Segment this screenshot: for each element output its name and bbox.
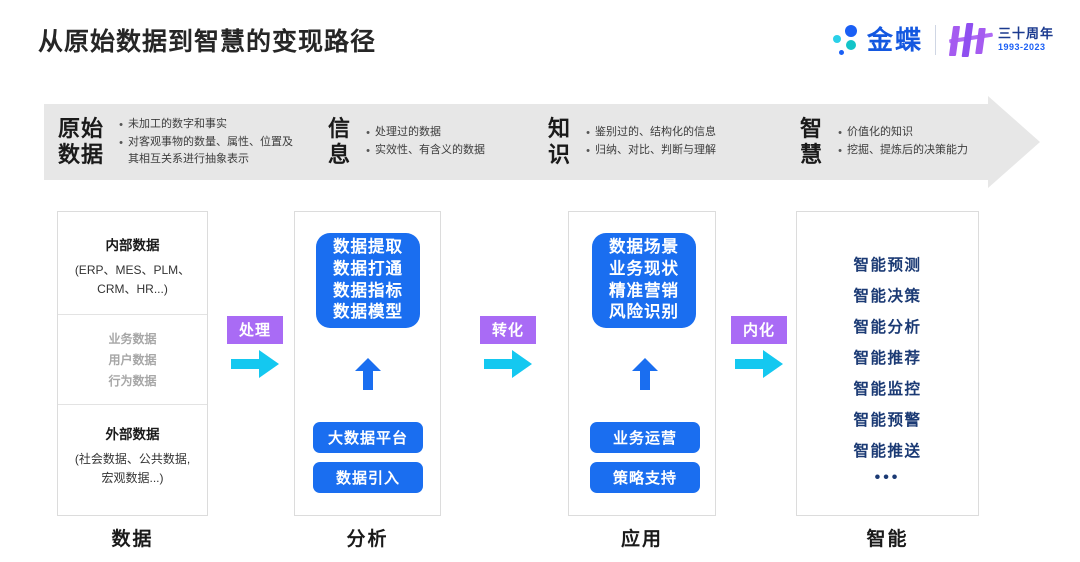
analysis-pill-big-data-platform: 大数据平台 <box>313 422 423 453</box>
column-footer-application: 应用 <box>620 529 663 550</box>
internal-data-subtitle: (ERP、MES、PLM、 CRM、HR...) <box>74 263 191 296</box>
intelligence-item: 智能预警 <box>853 412 922 429</box>
data-type-item: 用户数据 <box>108 353 157 368</box>
banner-bullet-row: • 归纳、对比、判断与理解 <box>581 142 716 160</box>
banner-stage-heading: 智 慧 <box>800 116 824 167</box>
bullet-dot-icon: • <box>838 145 842 157</box>
banner-stage-heading: 原始 数据 <box>58 116 105 167</box>
banner-bullet-row: • 实效性、有含义的数据 <box>361 142 485 160</box>
analysis-capability-item: 数据模型 <box>333 303 403 322</box>
anniversary-text: 三十周年 1993-2023 <box>998 27 1054 52</box>
logo-divider <box>934 25 936 55</box>
right-arrow-icon <box>484 350 532 378</box>
column-footer-intelligence: 智能 <box>866 529 909 550</box>
external-data-subtitle: (社会数据、公共数据, 宏观数据...) <box>74 452 191 485</box>
transition-conversion: 转化 <box>475 316 541 378</box>
internal-data-section: 内部数据 (ERP、MES、PLM、 CRM、HR...) <box>58 212 207 314</box>
bullet-dot-icon: • <box>586 126 590 139</box>
analysis-pill-data-ingestion: 数据引入 <box>313 462 423 493</box>
intelligence-item-ellipsis: ••• <box>874 469 901 486</box>
banner-stage-raw-data: 原始 数据 • 未加工的数字和事实 • 对客观事物的数量、属性、位置及其相互关系… <box>58 104 296 180</box>
banner-bullet-row: • 对客观事物的数量、属性、位置及其相互关系进行抽象表示 <box>114 134 296 168</box>
banner-bullet-text: 挖掘、提炼后的决策能力 <box>847 144 969 156</box>
column-card-intelligence <box>796 211 979 516</box>
brand-logo: 金蝶 三十周年 1993-2023 <box>831 20 1054 60</box>
banner-bullet-text: 未加工的数字和事实 <box>128 117 228 130</box>
brand-name: 金蝶 <box>866 25 923 55</box>
transition-internalization: 内化 <box>726 316 792 378</box>
banner-bullet-text: 对客观事物的数量、属性、位置及其相互关系进行抽象表示 <box>128 135 294 166</box>
application-capability-item: 风险识别 <box>609 303 679 322</box>
analysis-capability-item: 数据提取 <box>333 237 403 256</box>
bullet-dot-icon: • <box>838 126 842 139</box>
transition-label: 处理 <box>227 316 283 344</box>
banner-bullet-text: 价值化的知识 <box>847 125 914 138</box>
banner-stage-bullets: • 鉴别过的、结构化的信息 • 归纳、对比、判断与理解 <box>581 124 716 160</box>
banner-bullet-row: • 挖掘、提炼后的决策能力 <box>833 142 968 160</box>
transition-processing: 处理 <box>222 316 288 378</box>
column-footer-data: 数据 <box>111 529 154 550</box>
right-arrow-icon <box>735 350 783 378</box>
page-title: 从原始数据到智慧的变现路径 <box>38 28 377 56</box>
intelligence-item: 智能决策 <box>853 288 922 305</box>
analysis-up-arrow-icon <box>355 358 381 390</box>
analysis-capability-item: 数据打通 <box>333 259 403 278</box>
internal-data-title: 内部数据 <box>105 238 160 253</box>
intelligence-item: 智能推荐 <box>853 350 922 367</box>
intelligence-item: 智能预测 <box>853 257 922 274</box>
column-footer-analysis: 分析 <box>346 529 389 550</box>
application-pill-strategy-support: 策略支持 <box>590 462 700 493</box>
data-types-section: 业务数据 用户数据 行为数据 <box>58 314 207 406</box>
bullet-dot-icon: • <box>119 118 123 131</box>
data-type-item: 业务数据 <box>108 332 157 347</box>
banner-stage-knowledge: 知 识 • 鉴别过的、结构化的信息 • 归纳、对比、判断与理解 <box>548 104 716 180</box>
application-capability-item: 业务现状 <box>609 259 679 278</box>
banner-bullet-row: • 处理过的数据 <box>361 124 485 142</box>
banner-stage-bullets: • 处理过的数据 • 实效性、有含义的数据 <box>361 124 485 160</box>
banner-bullet-text: 实效性、有含义的数据 <box>375 144 486 156</box>
bullet-dot-icon: • <box>366 126 370 139</box>
anniversary-years: 1993-2023 <box>997 41 1046 52</box>
banner-bullet-text: 鉴别过的、结构化的信息 <box>595 125 717 138</box>
application-capability-item: 精准营销 <box>609 281 679 300</box>
banner-bullet-text: 归纳、对比、判断与理解 <box>595 144 717 156</box>
right-arrow-icon <box>231 350 279 378</box>
external-data-title: 外部数据 <box>105 427 160 443</box>
kingdee-dots-icon <box>831 23 863 57</box>
intelligence-item: 智能监控 <box>853 381 922 398</box>
application-up-arrow-icon <box>632 358 658 390</box>
application-capability-box: 数据场景 业务现状 精准营销 风险识别 <box>592 233 696 328</box>
banner-stage-heading: 信 息 <box>328 116 352 167</box>
intelligence-item-list: 智能预测 智能决策 智能分析 智能推荐 智能监控 智能预警 智能推送 ••• <box>796 250 979 489</box>
intelligence-item: 智能分析 <box>853 319 922 336</box>
transition-label: 转化 <box>480 316 536 344</box>
banner-bullet-row: • 鉴别过的、结构化的信息 <box>581 124 716 142</box>
anniversary-mark-icon <box>948 23 994 57</box>
analysis-capability-box: 数据提取 数据打通 数据指标 数据模型 <box>316 233 420 328</box>
column-card-data: 内部数据 (ERP、MES、PLM、 CRM、HR...) 业务数据 用户数据 … <box>57 211 208 516</box>
anniversary-title: 三十周年 <box>997 26 1054 42</box>
intelligence-item: 智能推送 <box>853 443 922 460</box>
analysis-capability-item: 数据指标 <box>333 281 403 300</box>
banner-bullet-row: • 未加工的数字和事实 <box>114 116 296 134</box>
banner-stage-information: 信 息 • 处理过的数据 • 实效性、有含义的数据 <box>328 104 485 180</box>
stage-banner-arrow <box>44 96 1040 188</box>
transition-label: 内化 <box>731 316 787 344</box>
bullet-dot-icon: • <box>119 136 123 149</box>
external-data-section: 外部数据 (社会数据、公共数据, 宏观数据...) <box>58 405 207 497</box>
bullet-dot-icon: • <box>586 145 590 157</box>
data-type-item: 行为数据 <box>108 374 157 389</box>
banner-stage-heading: 知 识 <box>548 116 572 167</box>
banner-stage-wisdom: 智 慧 • 价值化的知识 • 挖掘、提炼后的决策能力 <box>800 104 968 180</box>
banner-stage-bullets: • 价值化的知识 • 挖掘、提炼后的决策能力 <box>833 124 968 160</box>
banner-bullet-row: • 价值化的知识 <box>833 124 968 142</box>
application-capability-item: 数据场景 <box>609 237 679 256</box>
banner-stage-bullets: • 未加工的数字和事实 • 对客观事物的数量、属性、位置及其相互关系进行抽象表示 <box>114 116 296 168</box>
bullet-dot-icon: • <box>366 145 370 157</box>
banner-bullet-text: 处理过的数据 <box>375 125 442 138</box>
application-pill-business-operations: 业务运营 <box>590 422 700 453</box>
